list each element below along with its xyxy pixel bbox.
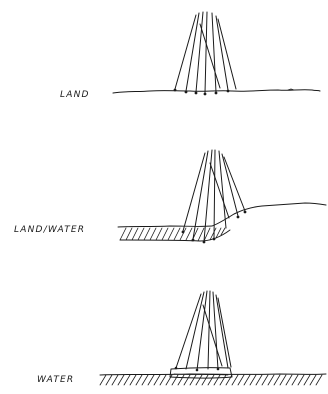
water-hatching — [100, 375, 322, 385]
water-line-left — [118, 226, 212, 227]
tipi-land — [174, 12, 236, 95]
label-land-water: LAND/WATER — [14, 225, 85, 235]
label-water: WATER — [37, 375, 74, 385]
label-land: LAND — [60, 90, 90, 100]
tipi-poles — [183, 150, 245, 241]
land-bank — [212, 203, 326, 226]
tipi-stakes — [174, 89, 230, 96]
tipi-water — [175, 291, 231, 371]
tipi-poles — [176, 291, 231, 370]
water-hatching-land-water — [120, 228, 225, 241]
panel-water: WATER — [37, 291, 326, 385]
panel-land: LAND — [60, 12, 320, 100]
tipi-poles — [175, 12, 236, 93]
panel-land-water: LAND/WATER — [14, 150, 326, 243]
